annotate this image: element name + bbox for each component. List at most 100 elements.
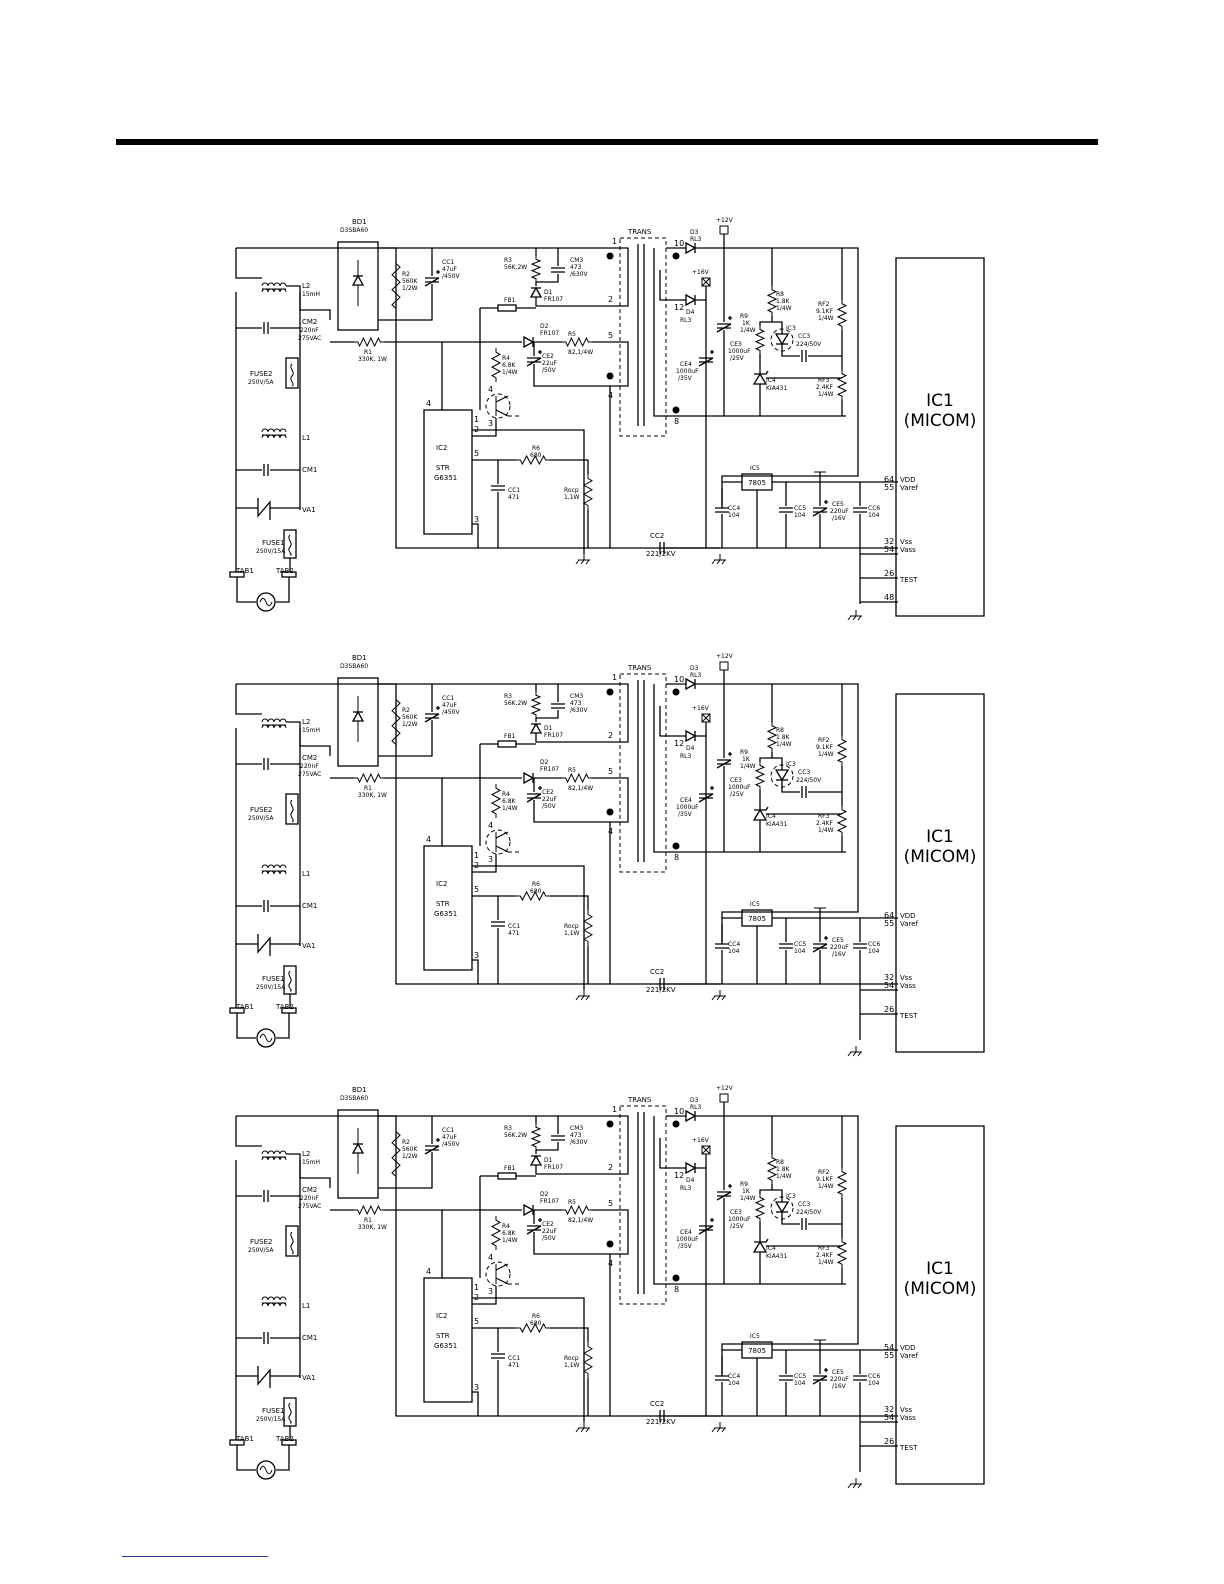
cc1-value: 471 bbox=[508, 494, 520, 501]
pin-vdd: 54 bbox=[884, 1343, 894, 1352]
r9-value: 1K bbox=[742, 756, 751, 763]
ic4-part: KIA431 bbox=[766, 1253, 787, 1260]
wire-12v bbox=[695, 1115, 859, 1376]
cc3-label: CC3 bbox=[798, 1201, 810, 1208]
fuse1-element bbox=[288, 534, 292, 556]
r2-label: R2 bbox=[402, 271, 410, 278]
test-label: TEST bbox=[899, 1012, 918, 1020]
va1-varistor bbox=[257, 934, 271, 956]
bottom-link-underline bbox=[122, 1556, 268, 1557]
ce4-label: CE4 bbox=[680, 797, 692, 804]
ic3-label: IC3 bbox=[786, 325, 796, 332]
cm2-value: 220nF bbox=[300, 1195, 319, 1202]
plus16v-label: +16V bbox=[692, 705, 710, 712]
cc5-label: CC5 bbox=[794, 941, 806, 948]
cc2-value: 221/2KV bbox=[646, 550, 676, 558]
trans-pin-5: 5 bbox=[608, 331, 613, 340]
va1-label: VA1 bbox=[302, 506, 316, 514]
fb1-bead bbox=[497, 304, 517, 312]
r8-value: 1.8K bbox=[776, 298, 791, 305]
r1-value: 330K, 1W bbox=[358, 1224, 387, 1231]
rocp-resistor bbox=[582, 474, 594, 510]
cc4-capacitor bbox=[715, 943, 729, 949]
wire-16v bbox=[695, 735, 707, 984]
ce2-capacitor bbox=[526, 1218, 542, 1235]
ic2-pin-3: 3 bbox=[474, 951, 479, 960]
rf2-power: 1/4W bbox=[818, 1183, 834, 1190]
trans-pin-12: 12 bbox=[674, 1171, 684, 1180]
tab1-label: TAB1 bbox=[235, 1435, 254, 1443]
cm3-label: CM3 bbox=[570, 1125, 583, 1132]
r2-resistor bbox=[391, 1124, 401, 1184]
cc3-capacitor bbox=[801, 350, 807, 362]
fuse2-element bbox=[290, 799, 294, 823]
r4-value: 6.8K bbox=[502, 1230, 517, 1237]
va1-label: VA1 bbox=[302, 1374, 316, 1382]
ce2-label: CE2 bbox=[542, 1221, 554, 1228]
ce5-label: CE5 bbox=[832, 937, 844, 944]
pin-vdd: 64 bbox=[884, 911, 894, 920]
r6-value: 680 bbox=[530, 888, 542, 895]
cc5-label: CC5 bbox=[794, 505, 806, 512]
ce4-label: CE4 bbox=[680, 361, 692, 368]
wire-cm3-bot bbox=[536, 710, 559, 719]
ic4-bar bbox=[754, 370, 769, 375]
ce3-value: 1000uF bbox=[728, 348, 751, 355]
cm3-value: 473 bbox=[570, 700, 582, 707]
ce3-label: CE3 bbox=[730, 1209, 742, 1216]
r9-power: 1/4W bbox=[740, 1195, 756, 1202]
cc5-value: 104 bbox=[794, 948, 806, 955]
cc1-label: CC1 bbox=[508, 1355, 520, 1362]
cc6-capacitor bbox=[853, 943, 867, 949]
pin-varef: 55 bbox=[884, 1351, 894, 1360]
cm1-capacitor bbox=[263, 900, 269, 912]
r4-value: 6.8K bbox=[502, 362, 517, 369]
schematic-1: L215mHCM2220nF275VACFUSE2250V/5AL1CM1VA1… bbox=[229, 217, 985, 621]
pin-varef: 55 bbox=[884, 483, 894, 492]
rocp-label: Rocp bbox=[564, 487, 579, 494]
cm3-voltage: /630V bbox=[570, 271, 588, 278]
plus12v-label: +12V bbox=[716, 217, 734, 224]
fuse1-value: 250V/15A bbox=[256, 548, 286, 555]
trans-dot-2 bbox=[606, 1240, 614, 1248]
pin-48: 48 bbox=[884, 593, 894, 602]
plus16v-terminal bbox=[701, 277, 711, 287]
wire-cc1top-ret bbox=[396, 720, 433, 757]
trans-outline bbox=[619, 673, 667, 873]
cm1-capacitor bbox=[263, 1332, 269, 1344]
l1-coil-bot bbox=[261, 1302, 287, 1307]
d4-diode bbox=[685, 293, 697, 307]
d1-part: FR107 bbox=[544, 1164, 563, 1171]
l2-label: L2 bbox=[302, 1150, 310, 1158]
ic2-pin-4: 4 bbox=[426, 835, 431, 844]
r5-label: R5 bbox=[568, 1199, 576, 1206]
ce4-value: 1000uF bbox=[676, 368, 699, 375]
ic3-label: IC3 bbox=[786, 761, 796, 768]
trans-dot-2 bbox=[606, 372, 614, 380]
ic2-pin-5: 5 bbox=[474, 885, 479, 894]
cc2-capacitor bbox=[659, 1410, 665, 1422]
trans-pin-1: 1 bbox=[612, 1105, 617, 1114]
ic2-pin-5: 5 bbox=[474, 1317, 479, 1326]
r1-resistor bbox=[354, 336, 384, 348]
wire-ac-l bbox=[236, 1445, 256, 1471]
cm1-label: CM1 bbox=[302, 1334, 317, 1342]
wire-sec-bus bbox=[653, 1116, 676, 1285]
l2-value: 15mH bbox=[302, 727, 320, 734]
cc3-value: 224/50V bbox=[796, 777, 822, 784]
wire-ce2-bot bbox=[533, 364, 610, 387]
cc2-value: 221/2KV bbox=[646, 986, 676, 994]
fuse1-value: 250V/15A bbox=[256, 1416, 286, 1423]
d2-part: FR107 bbox=[540, 766, 559, 773]
ce4-value: 1000uF bbox=[676, 1236, 699, 1243]
pin-test: 26 bbox=[884, 1005, 894, 1014]
d3-diode bbox=[685, 1109, 697, 1123]
pin-vdd: 64 bbox=[884, 475, 894, 484]
wire-primary bbox=[610, 683, 629, 743]
r9-label: R9 bbox=[740, 1181, 748, 1188]
ce3-capacitor bbox=[716, 316, 732, 333]
cc4-label: CC4 bbox=[728, 1373, 740, 1380]
ground-primary bbox=[575, 1422, 590, 1433]
r9-label: R9 bbox=[740, 749, 748, 756]
cc1-top-voltage: /450V bbox=[442, 1141, 460, 1148]
